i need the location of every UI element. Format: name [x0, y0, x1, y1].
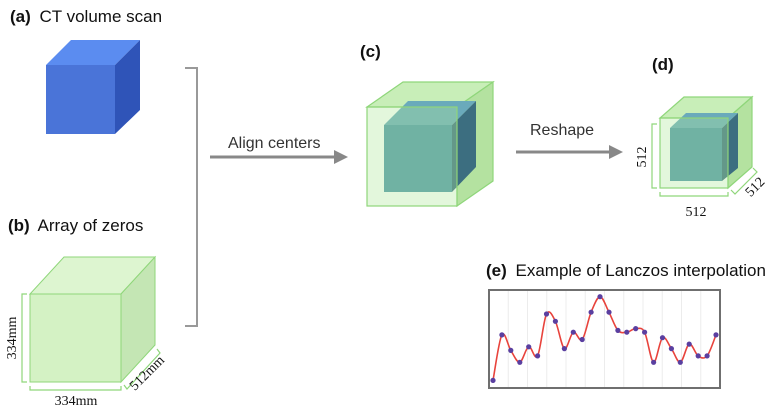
reshape-label: Reshape	[530, 122, 594, 139]
sample-point	[588, 309, 594, 315]
panel-e-label: (e) Example of Lanczos interpolation	[486, 261, 766, 280]
array-width-label: 334mm	[55, 394, 98, 409]
sample-point	[606, 309, 612, 315]
reshaped-height-label: 512	[635, 147, 650, 168]
sample-point	[579, 336, 585, 343]
ct-volume-cube	[46, 40, 140, 134]
interpolation-chart	[488, 289, 721, 389]
sample-point	[543, 311, 550, 317]
sample-point	[552, 318, 559, 324]
sample-point	[713, 332, 719, 338]
chart-series	[490, 294, 719, 383]
reshape-arrow	[516, 145, 623, 159]
dimension-brackets-d	[651, 123, 758, 197]
sample-point	[508, 347, 514, 353]
sample-point	[633, 326, 639, 332]
sample-point	[615, 327, 621, 333]
reshaped-volume-cube	[658, 95, 754, 190]
zero-array-cube	[28, 255, 157, 384]
chart-grid	[507, 291, 702, 387]
sample-point	[677, 359, 683, 365]
sample-point	[695, 353, 701, 359]
sample-point	[686, 341, 692, 347]
sample-point	[517, 359, 523, 365]
panel-b-label: (b) Array of zeros	[8, 216, 143, 235]
array-height-label: 334mm	[5, 317, 20, 360]
sample-point	[651, 359, 657, 365]
group-bracket	[185, 67, 198, 327]
sample-point	[624, 329, 630, 335]
align-arrow	[210, 150, 348, 164]
sample-point	[668, 346, 675, 352]
panel-d-label: (d)	[652, 55, 674, 74]
sample-point	[642, 329, 648, 335]
sample-point	[490, 377, 496, 383]
sample-point	[526, 344, 532, 350]
dimension-brackets-b	[21, 293, 161, 391]
sample-point	[535, 353, 541, 359]
panel-a-label: (a) CT volume scan	[10, 7, 162, 26]
sample-point	[561, 346, 568, 352]
sample-point	[570, 329, 576, 335]
sample-point	[597, 294, 603, 300]
aligned-volume-cube	[365, 80, 495, 208]
reshaped-width-label: 512	[686, 205, 707, 220]
sample-point	[659, 335, 666, 341]
panel-c-label: (c)	[360, 42, 381, 61]
align-centers-label: Align centers	[228, 135, 321, 152]
sample-point	[499, 332, 505, 338]
reshaped-depth-label: 512	[743, 175, 768, 200]
sample-point	[704, 353, 710, 359]
